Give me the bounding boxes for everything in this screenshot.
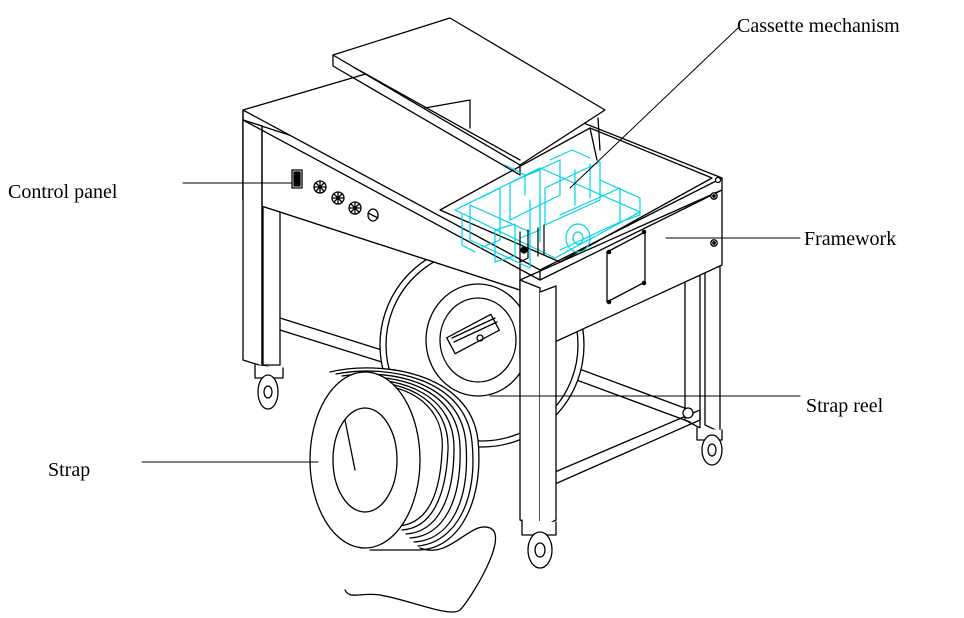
label-strap-reel: Strap reel [806,395,884,417]
caster-rear-right [696,427,723,466]
control-panel-drawing [291,169,379,222]
mechanism-details [519,224,545,263]
leader-cassette [569,27,739,189]
casters [254,364,723,569]
label-strap: Strap [48,459,91,481]
cassette-mechanism-drawing [454,149,641,269]
label-control-panel: Control panel [8,181,118,203]
caster-rear-left [254,364,284,410]
leader-lines [141,27,801,463]
label-cassette-mechanism: Cassette mechanism [737,15,900,37]
label-framework: Framework [804,228,897,250]
machine-body [242,17,723,367]
strap-coil-drawing [309,367,497,613]
caster-front [521,519,557,569]
